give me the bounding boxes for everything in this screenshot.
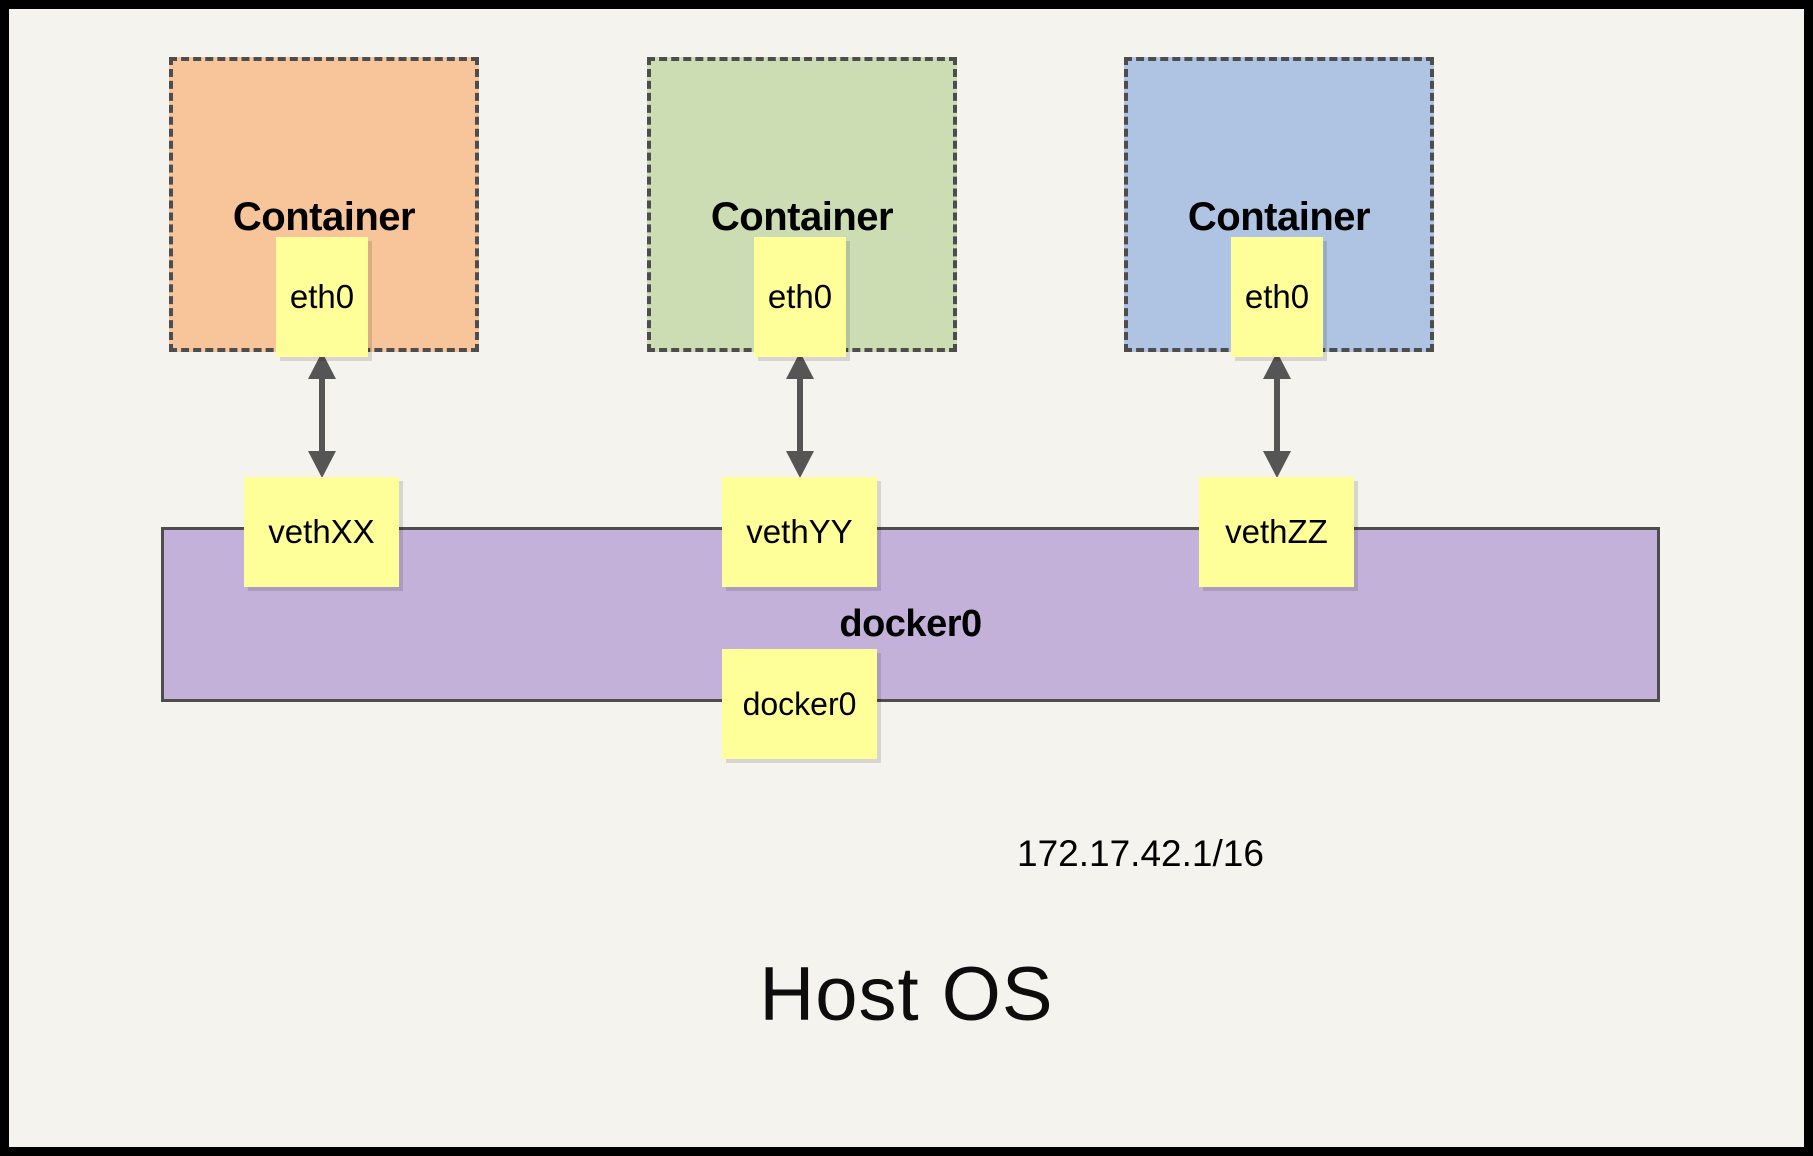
veth-label-2: vethYY	[746, 513, 853, 550]
container-title-3: Container	[1187, 195, 1371, 239]
veth-note-1: vethXX	[244, 477, 399, 587]
docker0-interface-note: docker0	[722, 649, 877, 759]
diagram-canvas: Container eth0 vethXX Container eth0	[9, 9, 1804, 1147]
veth-note-3: vethZZ	[1199, 477, 1354, 587]
docker0-bridge-label: docker0	[839, 603, 982, 645]
veth-note-2: vethYY	[722, 477, 877, 587]
eth0-note-1: eth0	[276, 237, 368, 357]
veth-link-arrow-2	[783, 352, 817, 478]
eth0-label-2: eth0	[767, 278, 833, 315]
container-title-2: Container	[710, 195, 894, 239]
veth-label-3: vethZZ	[1225, 513, 1328, 550]
eth0-label-3: eth0	[1244, 278, 1310, 315]
double-arrow-icon	[308, 352, 336, 478]
eth0-note-3: eth0	[1231, 237, 1323, 357]
host-os-label: Host OS	[759, 952, 1054, 1037]
veth-link-arrow-3	[1260, 352, 1294, 478]
veth-link-arrow-1	[305, 352, 339, 478]
veth-label-1: vethXX	[268, 513, 375, 550]
eth0-label-1: eth0	[289, 278, 355, 315]
docker0-bridge-bar: docker0	[161, 527, 1660, 702]
double-arrow-icon	[1263, 352, 1291, 478]
docker0-interface-label: docker0	[742, 685, 857, 722]
docker0-ip-address: 172.17.42.1/16	[1017, 833, 1264, 874]
double-arrow-icon	[786, 352, 814, 478]
eth0-note-2: eth0	[754, 237, 846, 357]
container-title-1: Container	[232, 195, 416, 239]
